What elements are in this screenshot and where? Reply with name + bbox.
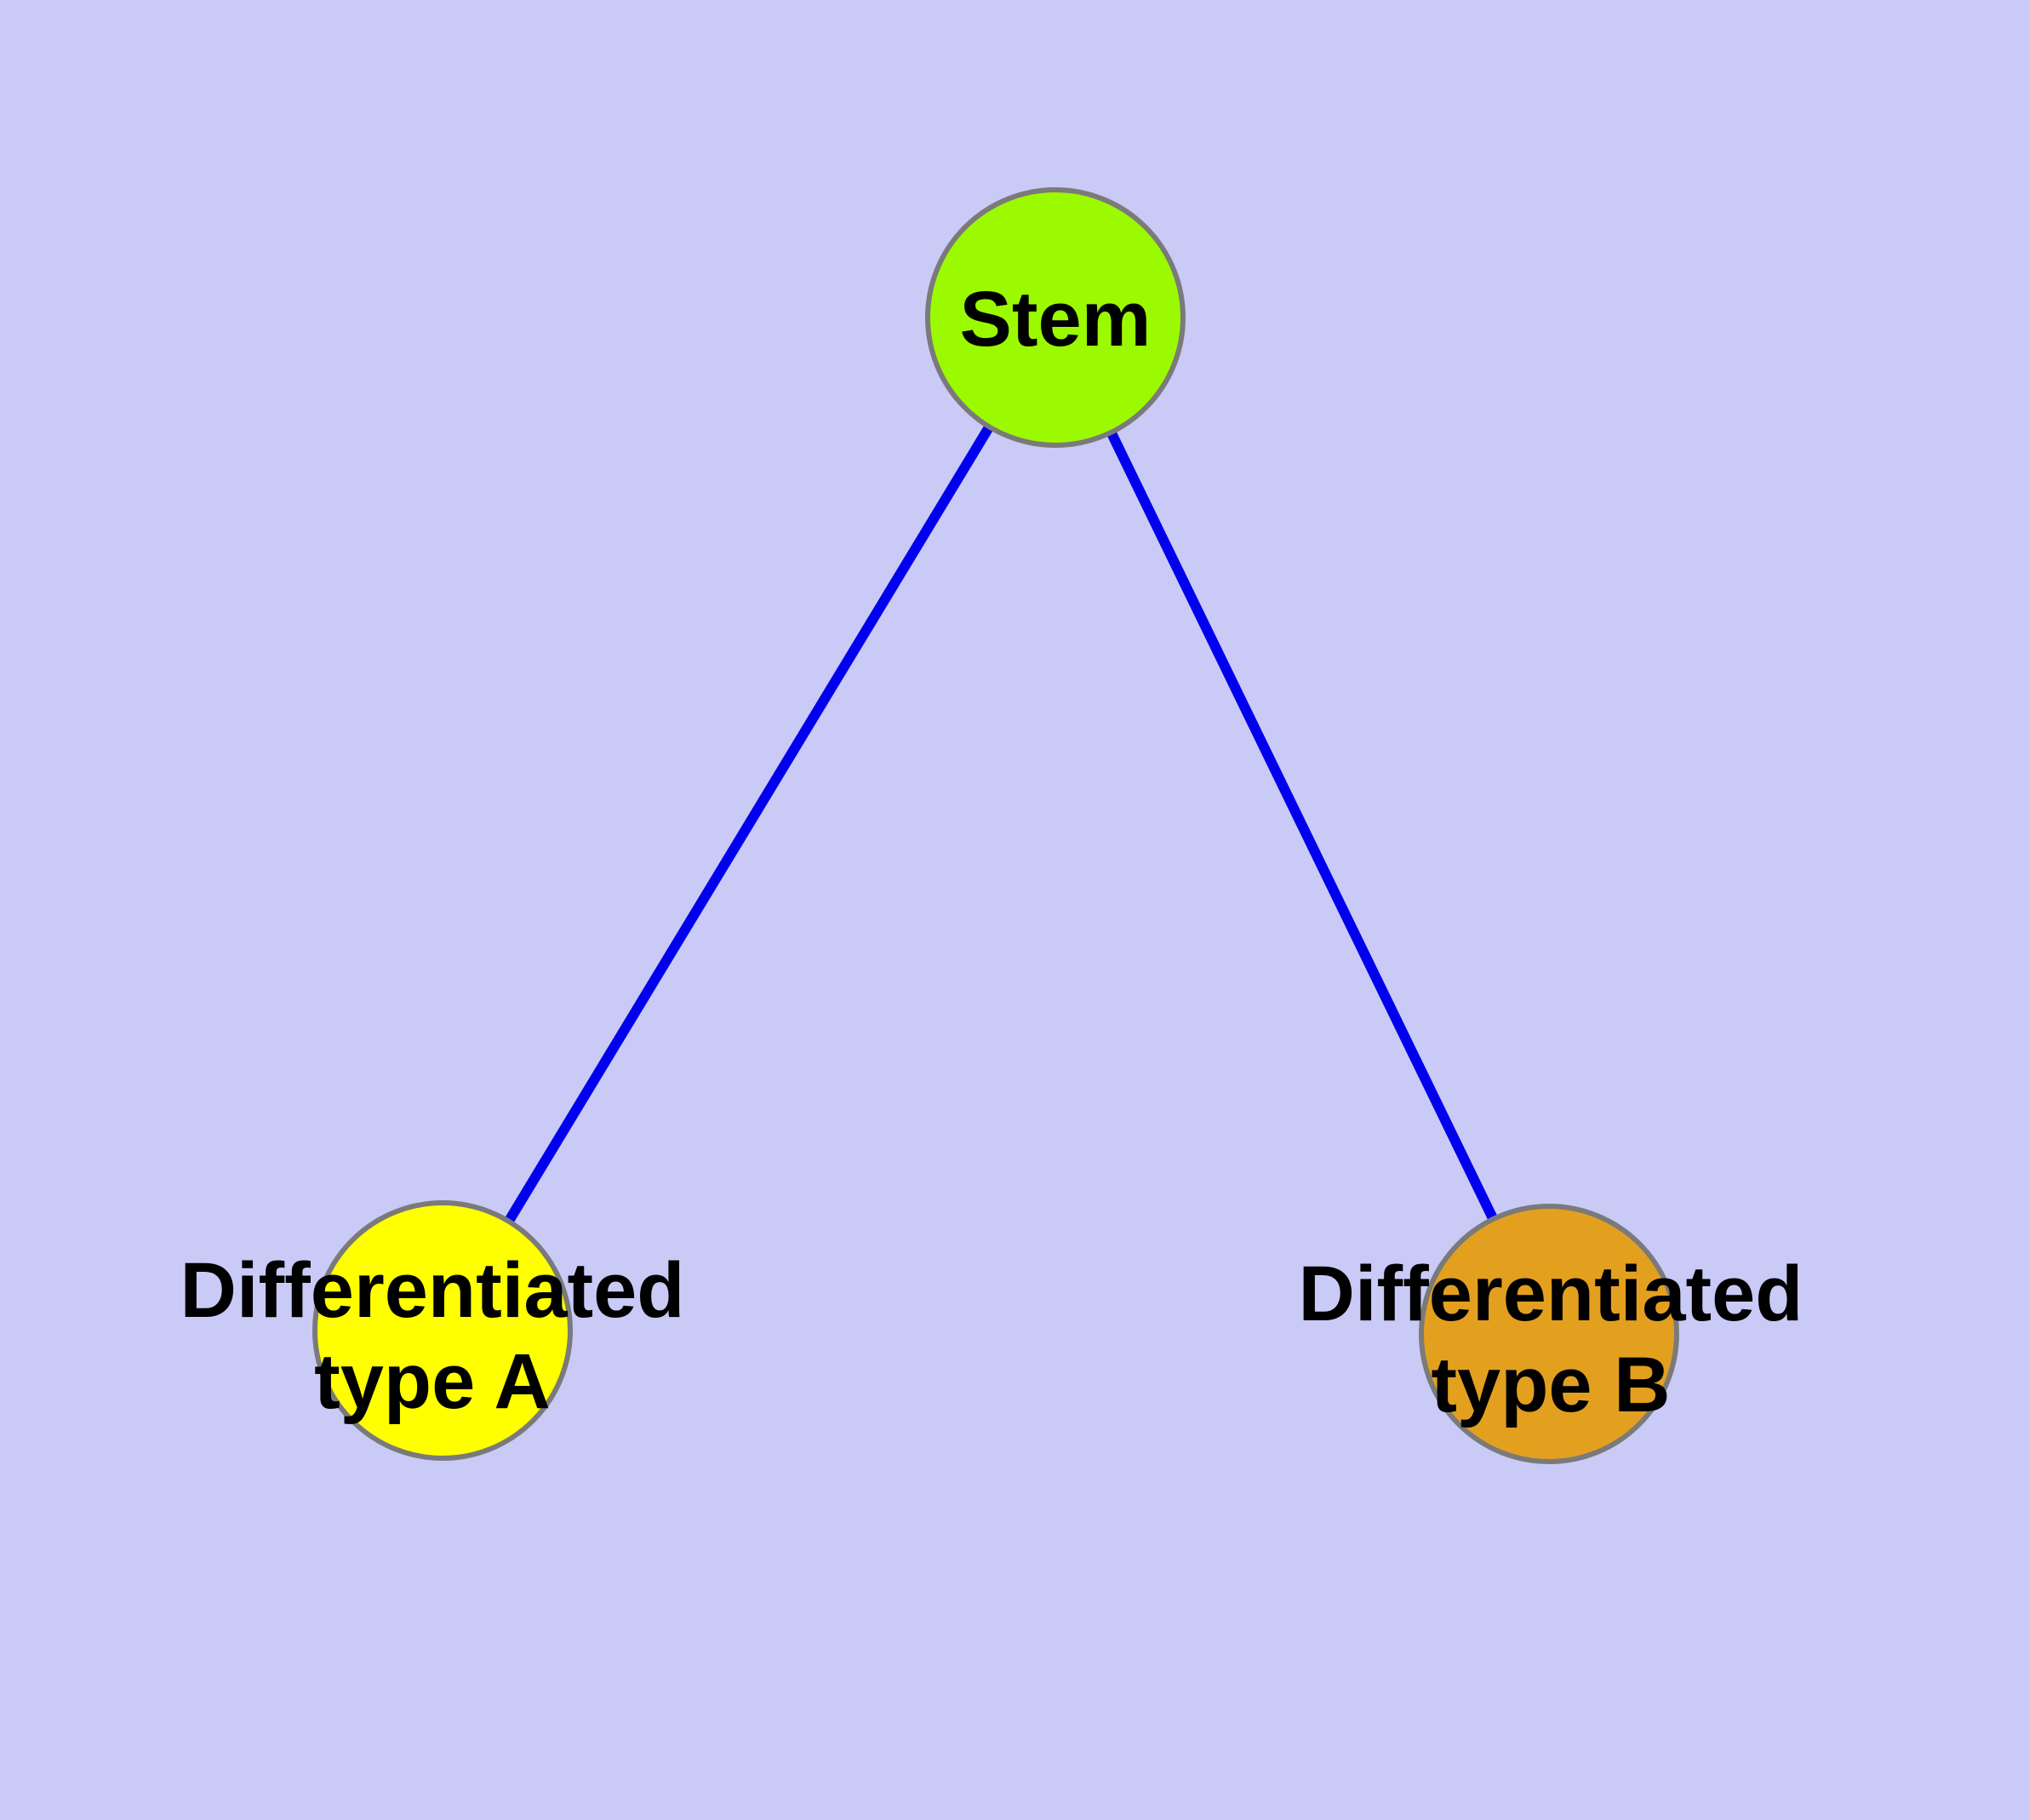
node-stem-circle xyxy=(925,187,1186,448)
node-type-b-label-line1: Differentiated xyxy=(1299,1251,1803,1337)
node-stem-label: Stem xyxy=(960,276,1152,363)
node-type-a-label-line2: type A xyxy=(314,1338,551,1425)
node-type-a-label-line1: Differentiated xyxy=(180,1247,685,1334)
edge-stem-to-type-a xyxy=(437,314,1060,1334)
node-type-b-label-line2: type B xyxy=(1431,1342,1670,1428)
node-type-a-circle xyxy=(312,1200,573,1461)
edge-stem-to-type-b xyxy=(1050,315,1554,1336)
node-type-b-circle xyxy=(1419,1204,1679,1464)
